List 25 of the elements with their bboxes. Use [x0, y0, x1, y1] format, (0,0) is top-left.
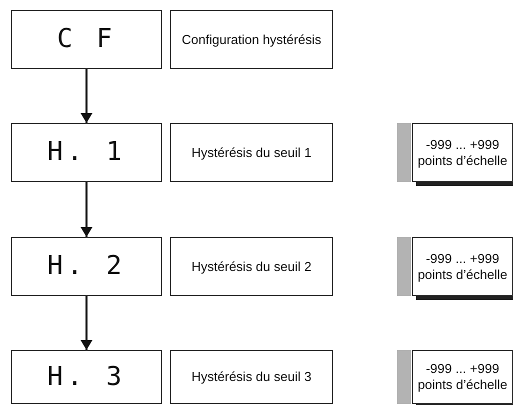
display-code: H. 3 — [47, 360, 126, 394]
display-code: H. 2 — [47, 250, 126, 283]
parameter-label: Hystérésis du seuil 1 — [192, 144, 312, 162]
arrow — [80, 69, 92, 123]
parameter-label: Configuration hystérésis — [182, 30, 322, 49]
value-range-box — [412, 237, 513, 296]
arrow — [80, 182, 92, 237]
value-range-box — [412, 123, 513, 182]
display-box — [11, 123, 162, 182]
parameter-box — [170, 350, 333, 404]
parameter-box — [170, 123, 333, 182]
display-code: C F — [57, 23, 116, 56]
range-text: -999 ... +999 points d’échelle — [416, 361, 508, 393]
display-box — [11, 350, 162, 404]
parameter-label: Hystérésis du seuil 3 — [192, 368, 312, 386]
range-text: -999 ... +999 points d’échelle — [416, 136, 508, 168]
parameter-box — [170, 10, 333, 69]
arrow — [80, 296, 92, 350]
display-box — [11, 10, 162, 69]
parameter-label: Hystérésis du seuil 2 — [192, 258, 312, 276]
display-box — [11, 237, 162, 296]
range-text: -999 ... +999 points d’échelle — [416, 250, 508, 282]
value-range-box — [412, 350, 513, 404]
display-code: H. 1 — [47, 136, 126, 169]
parameter-box — [170, 237, 333, 296]
